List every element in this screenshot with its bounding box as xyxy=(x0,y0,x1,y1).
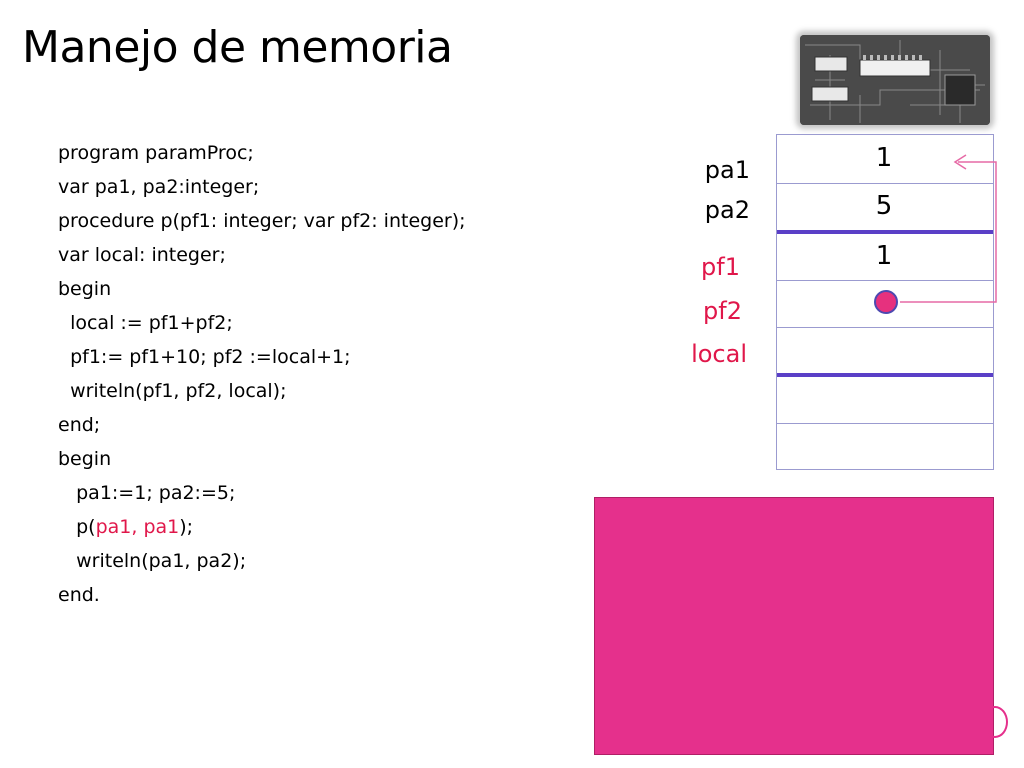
cell-value-pa2: 5 xyxy=(875,191,893,221)
call-arguments: pa1, pa1 xyxy=(95,516,180,538)
code-line: pa1:=1; pa2:=5; xyxy=(58,482,236,504)
call-suffix: ); xyxy=(179,516,194,538)
cell-divider xyxy=(777,183,993,184)
cell-value-pf1: 1 xyxy=(875,241,893,271)
label-local: local xyxy=(691,340,747,368)
code-line: var local: integer; xyxy=(58,244,226,266)
cell-divider xyxy=(777,280,993,281)
memory-chip-photo xyxy=(800,35,990,125)
code-line: program paramProc; xyxy=(58,142,254,164)
code-line: end; xyxy=(58,414,101,436)
code-line: end. xyxy=(58,584,100,606)
pointer-dot-icon xyxy=(874,290,898,314)
label-pf1: pf1 xyxy=(701,253,740,281)
code-line: writeln(pf1, pf2, local); xyxy=(58,380,287,402)
call-prefix: p( xyxy=(58,516,96,538)
label-pa2: pa2 xyxy=(704,196,750,224)
label-pa1: pa1 xyxy=(704,156,750,184)
cell-value-pa1: 1 xyxy=(875,143,893,173)
code-line-call: p(pa1, pa1); xyxy=(58,510,466,544)
code-line: local := pf1+pf2; xyxy=(58,312,233,334)
overlay-box xyxy=(594,497,994,755)
frame-separator-top xyxy=(777,230,993,234)
frame-separator-bottom xyxy=(777,373,993,377)
code-line: procedure p(pf1: integer; var pf2: integ… xyxy=(58,210,466,232)
code-line: pf1:= pf1+10; pf2 :=local+1; xyxy=(58,346,351,368)
page-title: Manejo de memoria xyxy=(22,22,453,73)
corner-decoration xyxy=(982,706,1008,738)
label-pf2: pf2 xyxy=(703,297,742,325)
code-listing: program paramProc; var pa1, pa2:integer;… xyxy=(58,136,466,612)
code-line: begin xyxy=(58,278,112,300)
cell-divider xyxy=(777,423,993,424)
code-line: begin xyxy=(58,448,112,470)
code-line: var pa1, pa2:integer; xyxy=(58,176,260,198)
memory-stack: 1 5 1 xyxy=(776,134,994,470)
cell-divider xyxy=(777,327,993,328)
code-line: writeln(pa1, pa2); xyxy=(58,550,247,572)
